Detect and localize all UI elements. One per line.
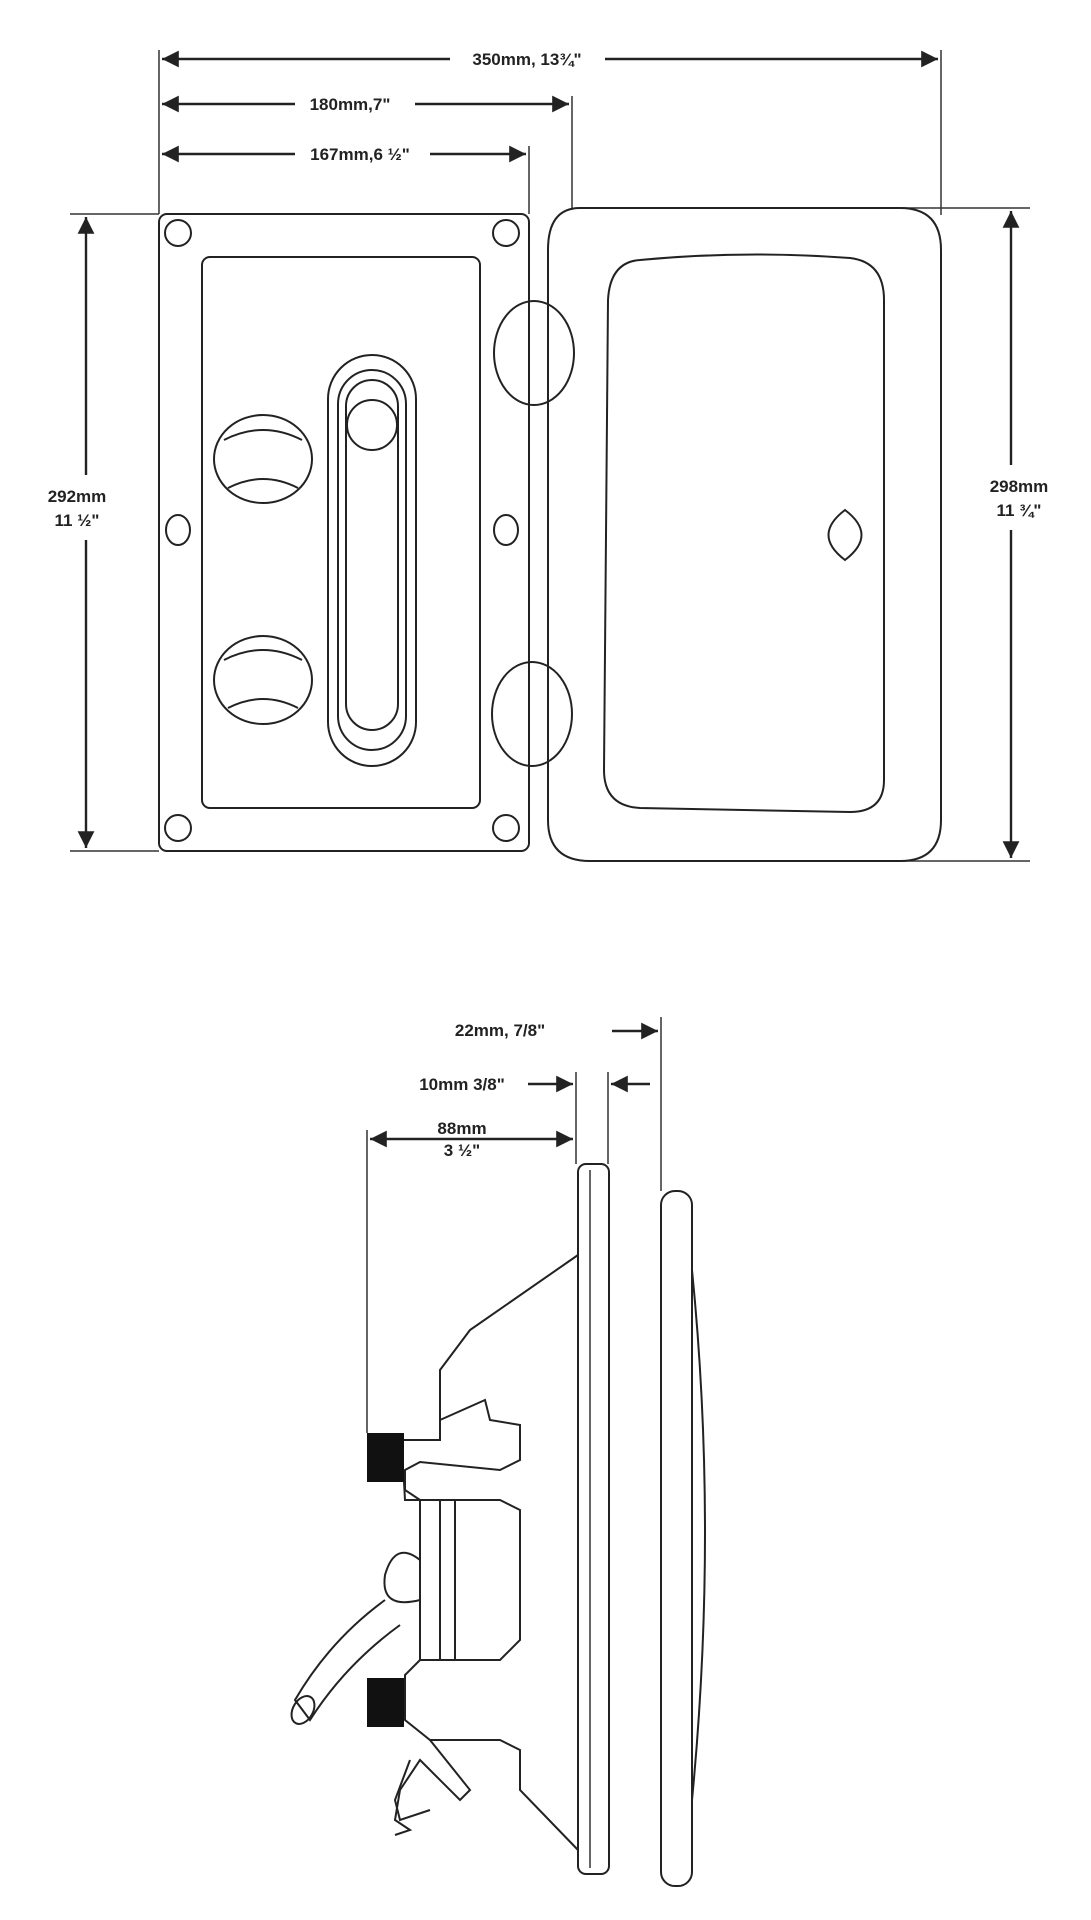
connector-knob-bottom: [213, 635, 313, 725]
hose-slot: [327, 354, 417, 767]
rubber-gasket-top: [367, 1433, 404, 1482]
hinge-bottom: [491, 661, 573, 767]
side-dimensions: 22mm, 7/8" 10mm 3/8" 88mm 3 ½": [366, 1017, 662, 1433]
rubber-gasket-bottom: [367, 1678, 404, 1727]
plate-height-in-label: 11 ½": [55, 511, 100, 530]
door-height-in-label: 11 ¾": [997, 501, 1042, 520]
plate-height-mm-label: 292mm: [48, 487, 107, 506]
body-depth-mm-label: 88mm: [437, 1119, 486, 1138]
front-dimensions: 350mm, 13¾" 180mm,7" 167mm,6 ½" 292mm 11…: [48, 50, 1049, 862]
flange-width-label: 180mm,7": [310, 95, 391, 114]
flange-depth-label: 10mm 3/8": [419, 1075, 505, 1094]
screw-holes: [164, 219, 520, 842]
door-depth-label: 22mm, 7/8": [455, 1021, 545, 1040]
body-depth-in-label: 3 ½": [444, 1141, 480, 1160]
door-height-mm-label: 298mm: [990, 477, 1049, 496]
door: [491, 207, 942, 862]
side-view: [290, 1163, 706, 1887]
hinge-top: [493, 300, 575, 406]
connector-knob-top: [213, 414, 313, 504]
plate-width-label: 167mm,6 ½": [310, 145, 410, 164]
overall-width-label: 350mm, 13¾": [472, 50, 581, 69]
door-latch: [827, 508, 863, 562]
mounting-plate: [158, 213, 530, 852]
